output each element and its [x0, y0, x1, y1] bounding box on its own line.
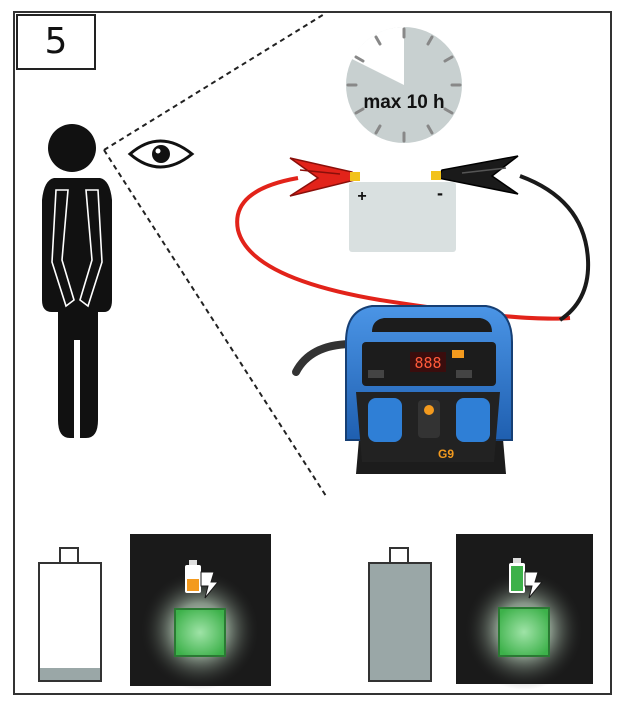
car-battery [349, 182, 456, 252]
full-battery-icon [368, 547, 432, 682]
positive-clamp-icon [289, 157, 360, 197]
step-number: 5 [44, 21, 68, 62]
empty-battery-icon [38, 547, 102, 682]
step-number-box: 5 [16, 14, 96, 70]
charging-battery-icon [185, 560, 220, 599]
charged-battery-icon [509, 558, 544, 599]
power-cord [292, 340, 354, 376]
charger-brand-mark: G9 [438, 447, 454, 461]
view-cone [103, 12, 327, 497]
eye-icon [127, 139, 195, 169]
negative-cable [519, 174, 591, 322]
battery-plus-label: + [357, 188, 366, 205]
charger-display: 888 [414, 354, 441, 372]
timer-label: max 10 h [363, 92, 444, 113]
charged-indicator-panel [456, 534, 593, 690]
person-icon [42, 124, 112, 438]
charging-indicator-panel [130, 534, 271, 690]
battery-charger [345, 305, 513, 474]
negative-clamp-icon [431, 155, 519, 195]
timer-clock-icon [346, 26, 462, 143]
frame-border [13, 11, 612, 695]
battery-minus-label: - [437, 183, 443, 203]
